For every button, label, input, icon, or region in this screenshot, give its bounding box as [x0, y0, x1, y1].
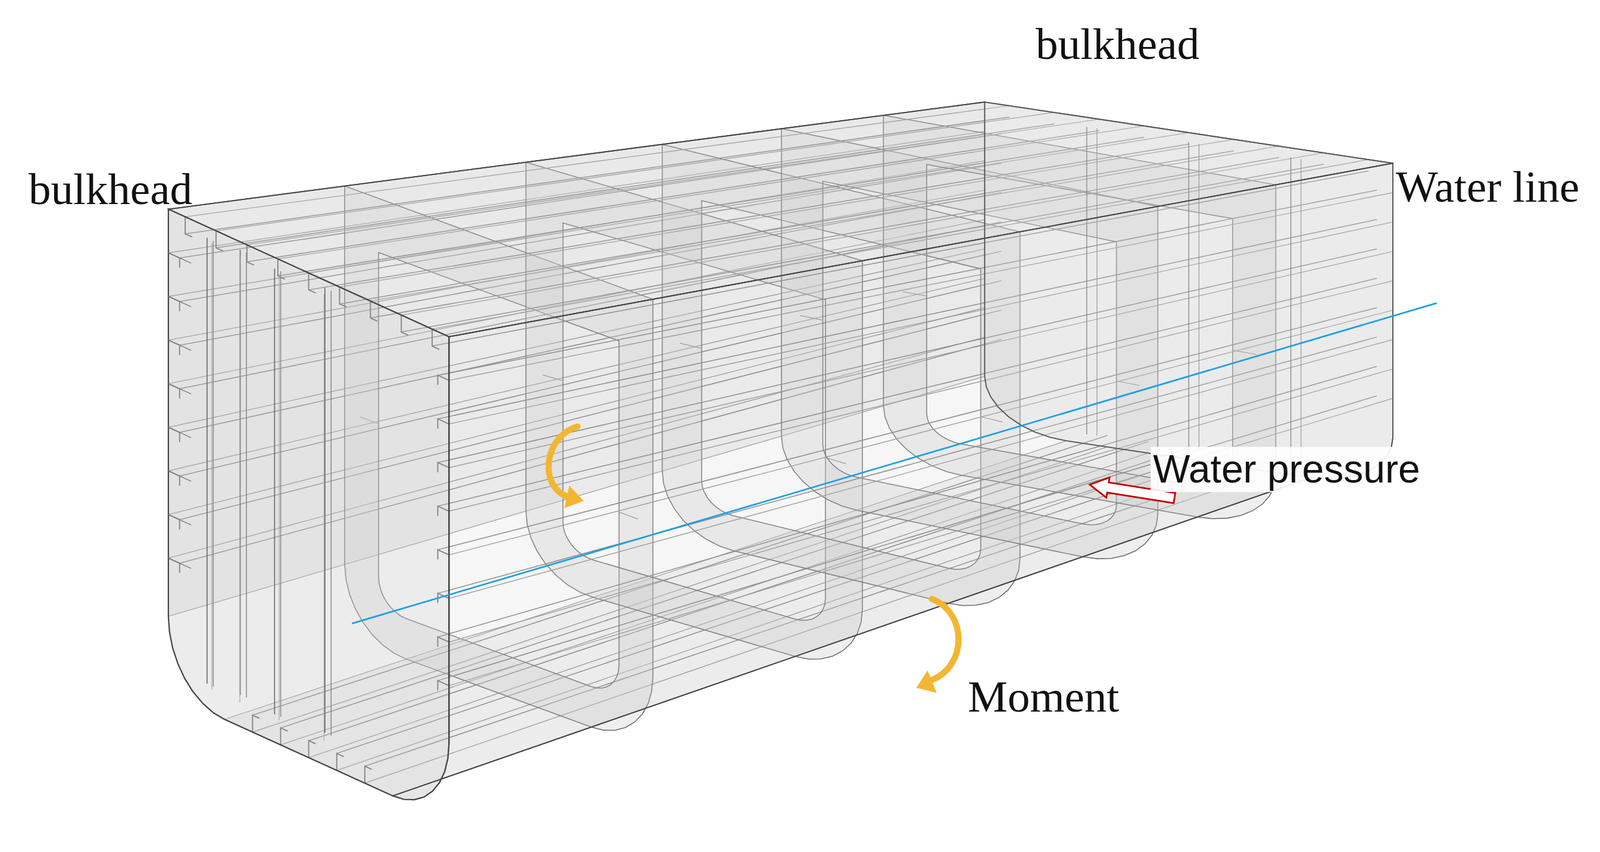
load-label: Water pressure — [1150, 447, 1423, 493]
bulkhead-stiffener — [1086, 127, 1087, 435]
part-label: bulkhead — [28, 163, 193, 215]
water-line — [351, 302, 1437, 624]
bulkhead-stringer — [168, 383, 192, 395]
part-label: bulkhead — [1035, 18, 1200, 70]
hull-edge — [448, 336, 450, 745]
bulkhead-stiffener — [1300, 159, 1302, 467]
moment-arrow — [931, 599, 959, 680]
load-label: Moment — [967, 671, 1120, 723]
bulkhead-stiffener — [280, 272, 282, 718]
bulkhead-stringer — [168, 296, 192, 307]
bulkhead-stringer — [168, 558, 192, 569]
bulkhead-stiffener — [1096, 128, 1098, 436]
part-label: Water line — [1395, 161, 1580, 213]
moment-arrow — [548, 426, 578, 498]
bulkhead-stiffener — [211, 243, 212, 690]
bulkhead-stiffener — [1188, 142, 1189, 450]
bulkhead-stringer — [168, 427, 192, 438]
moment-arrowhead — [916, 670, 937, 694]
bulkhead-plate — [984, 101, 1393, 480]
bulkhead-stiffener — [330, 291, 333, 736]
bulkhead-stiffener — [239, 256, 240, 703]
annotations — [351, 302, 1437, 693]
bulkhead-stiffener — [324, 288, 326, 733]
bulkhead-stiffener — [323, 294, 325, 741]
bulkhead-stiffener — [278, 274, 280, 721]
hull-edge — [448, 163, 1393, 337]
moment-arrowhead — [564, 485, 584, 509]
bulkhead-stiffener — [1290, 157, 1292, 465]
bulkhead-stringer — [168, 340, 192, 351]
bulkhead-stringer — [168, 252, 192, 264]
bulkhead-stringer — [168, 470, 192, 481]
bulkhead-stringer — [168, 514, 192, 525]
hull-edge — [168, 101, 985, 209]
bulkhead-stiffener — [206, 238, 208, 684]
hull-edge — [392, 477, 1312, 797]
bulkhead-stiffener — [1198, 144, 1200, 452]
bulkhead-stiffener — [273, 269, 275, 715]
bulkhead-stiffener — [213, 241, 215, 687]
bulkhead-stiffener — [245, 252, 248, 698]
bulkhead-plate — [168, 209, 449, 801]
